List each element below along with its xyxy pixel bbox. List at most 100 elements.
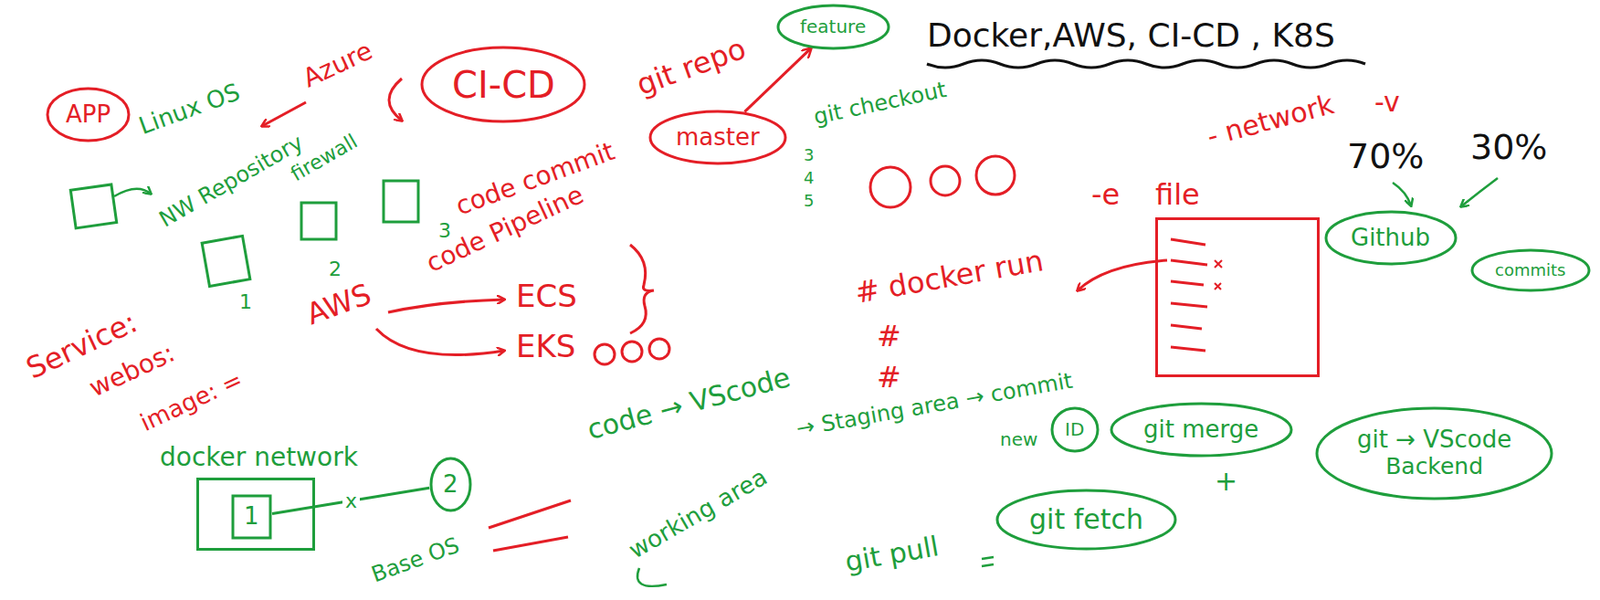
node-text-group: commits xyxy=(1494,261,1566,281)
note-label: 3 xyxy=(803,146,814,166)
ellipse-node: git → VScodeBackend xyxy=(1315,406,1554,501)
note-label: # xyxy=(876,360,902,395)
cross-mark xyxy=(1214,260,1222,290)
sketch-arrow xyxy=(389,78,402,121)
outline-shape xyxy=(232,495,271,538)
box-node: 1 xyxy=(231,494,273,540)
node-text: file xyxy=(1155,178,1320,212)
file-lines xyxy=(1170,239,1208,351)
sketch-arrow xyxy=(1461,178,1498,207)
outline-shape xyxy=(431,458,471,511)
outline-shape xyxy=(1052,408,1098,452)
node-text: git merge xyxy=(1143,416,1259,444)
ellipse-node: Github xyxy=(1324,210,1458,266)
note-label: 70% xyxy=(1347,136,1424,178)
box-outline xyxy=(1155,217,1320,378)
node-text-group: master xyxy=(675,124,760,152)
note-label: working area xyxy=(624,463,773,566)
ellipse-node: git fetch xyxy=(995,488,1178,551)
node-text: ID xyxy=(1064,419,1085,441)
node-text: Backend xyxy=(1357,453,1512,481)
sketch-stroke xyxy=(493,536,569,551)
outline-shape xyxy=(1326,211,1456,264)
outline-shape xyxy=(1316,408,1552,499)
sketch-circle xyxy=(621,341,643,362)
note-label: -e xyxy=(1091,178,1120,212)
sketch-circle xyxy=(594,344,615,365)
node-text: 2 xyxy=(442,471,459,499)
note-label: # xyxy=(876,319,902,354)
node-heading: file xyxy=(1155,178,1320,212)
note-label: - network xyxy=(1203,88,1337,153)
note-label: 30% xyxy=(1470,127,1548,169)
curly-brace xyxy=(630,244,654,334)
outline-shape xyxy=(47,88,129,141)
node-text: 1 xyxy=(243,503,260,531)
ellipse-node: ID xyxy=(1050,406,1100,453)
outline-shape xyxy=(997,490,1176,549)
sketch-arrow xyxy=(388,299,505,313)
sketch-arrow xyxy=(1392,182,1411,206)
note-label: 4 xyxy=(803,168,814,189)
note-label: Azure xyxy=(298,36,378,95)
server-box xyxy=(383,180,419,222)
node-text-group: feature xyxy=(800,16,866,38)
node-heading: docker network xyxy=(159,442,358,473)
sketch-circle xyxy=(649,338,670,359)
note-label: code → VScode xyxy=(583,361,794,446)
note-label: git repo xyxy=(631,31,750,103)
note-label: # docker run xyxy=(852,243,1046,310)
note-label: ECS xyxy=(515,278,578,315)
node-text-group: git → VScodeBackend xyxy=(1357,426,1512,481)
note-label: 1 xyxy=(239,290,253,314)
server-box xyxy=(201,235,251,286)
sketch-stroke xyxy=(1349,497,1389,518)
node-text: git fetch xyxy=(1029,504,1144,537)
ellipse-node: feature xyxy=(776,3,891,51)
title-text: Docker,AWS, CI-CD , K8S xyxy=(926,16,1336,54)
connector xyxy=(744,48,811,112)
node-text: commits xyxy=(1494,261,1566,281)
edge-label: x xyxy=(342,489,360,513)
return-arrow xyxy=(637,568,667,587)
outline-shape xyxy=(778,5,889,49)
framed-box: file xyxy=(1155,178,1320,378)
note-label: git pull xyxy=(842,530,942,579)
node-text-group: CI-CD xyxy=(452,63,556,106)
sketch-stroke xyxy=(488,500,571,528)
note-label: NW Repository xyxy=(155,130,308,233)
ellipse-node: APP xyxy=(45,86,131,143)
ellipse-node: git merge xyxy=(1109,401,1294,458)
outline-shape xyxy=(650,111,786,164)
sketch-circle xyxy=(870,167,911,208)
server-box xyxy=(301,202,337,240)
note-label: git checkout xyxy=(811,77,949,131)
sketch-arrow xyxy=(1077,260,1168,291)
note-label: AWS xyxy=(302,277,376,332)
box-outline: 1 xyxy=(196,477,316,551)
note-label: + xyxy=(1214,465,1238,498)
ellipse-node: commits xyxy=(1470,248,1591,293)
node-text-group: APP xyxy=(65,101,111,129)
sketch-circle xyxy=(930,166,960,196)
note-label: 2 xyxy=(328,257,342,281)
note-label: Base OS xyxy=(368,533,464,589)
node-text-group: git merge xyxy=(1143,416,1259,444)
ellipse-node: CI-CD xyxy=(420,45,587,124)
framed-box: docker network 1 xyxy=(159,442,358,551)
note-label: new xyxy=(1000,429,1038,451)
server-box xyxy=(70,184,116,229)
note-label: 5 xyxy=(803,191,814,211)
note-label: EKS xyxy=(515,328,576,365)
node-text-group: 2 xyxy=(442,471,459,499)
ellipse-node: 2 xyxy=(429,456,473,513)
connector xyxy=(272,487,430,514)
node-text: feature xyxy=(800,16,866,38)
wavy-underline xyxy=(926,60,1366,68)
node-text: git → VScode xyxy=(1357,426,1512,454)
node-text-group: git fetch xyxy=(1029,504,1144,537)
outline-shape xyxy=(1472,250,1590,291)
node-text-group: 1 xyxy=(243,503,260,531)
node-text-group: ID xyxy=(1064,419,1085,441)
